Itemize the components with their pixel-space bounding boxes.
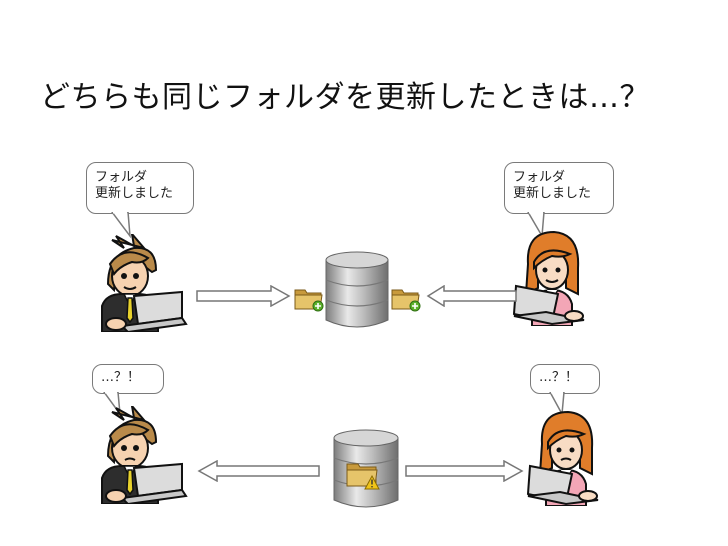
slide-title: どちらも同じフォルダを更新したときは…？ xyxy=(40,80,650,115)
arrow-left-from-server xyxy=(197,460,320,482)
bubble-line-2: 更新しました xyxy=(513,186,592,201)
bubble-line-1: フォルダ xyxy=(513,170,566,185)
database-server-icon xyxy=(325,251,389,328)
woman-with-laptop-icon xyxy=(512,230,585,326)
man-with-laptop-icon xyxy=(101,406,188,504)
bubble-tail-top-right xyxy=(527,212,545,238)
folder-add-icon-right xyxy=(391,289,421,312)
bubble-text: …？！ xyxy=(101,370,141,385)
speech-bubble-top-left: フォルダ 更新しました xyxy=(86,162,194,214)
bubble-tail-top-left xyxy=(111,212,131,238)
woman-with-laptop-icon xyxy=(526,410,599,506)
arrow-right-from-server xyxy=(405,460,524,482)
arrow-right-to-server xyxy=(196,285,291,307)
speech-bubble-top-right: フォルダ 更新しました xyxy=(504,162,614,214)
speech-bubble-bottom-right: …？！ xyxy=(530,364,600,394)
arrow-left-to-server xyxy=(426,285,517,307)
folder-add-icon-left xyxy=(294,289,324,312)
man-with-laptop-icon xyxy=(101,234,188,332)
bubble-text: …？！ xyxy=(539,370,579,385)
database-server-icon xyxy=(333,429,399,508)
bubble-tail-bottom-right xyxy=(549,392,565,416)
bubble-line-2: 更新しました xyxy=(95,186,174,201)
speech-bubble-bottom-left: …？！ xyxy=(92,364,164,394)
folder-warning-icon xyxy=(346,463,380,490)
bubble-line-1: フォルダ xyxy=(95,170,148,185)
